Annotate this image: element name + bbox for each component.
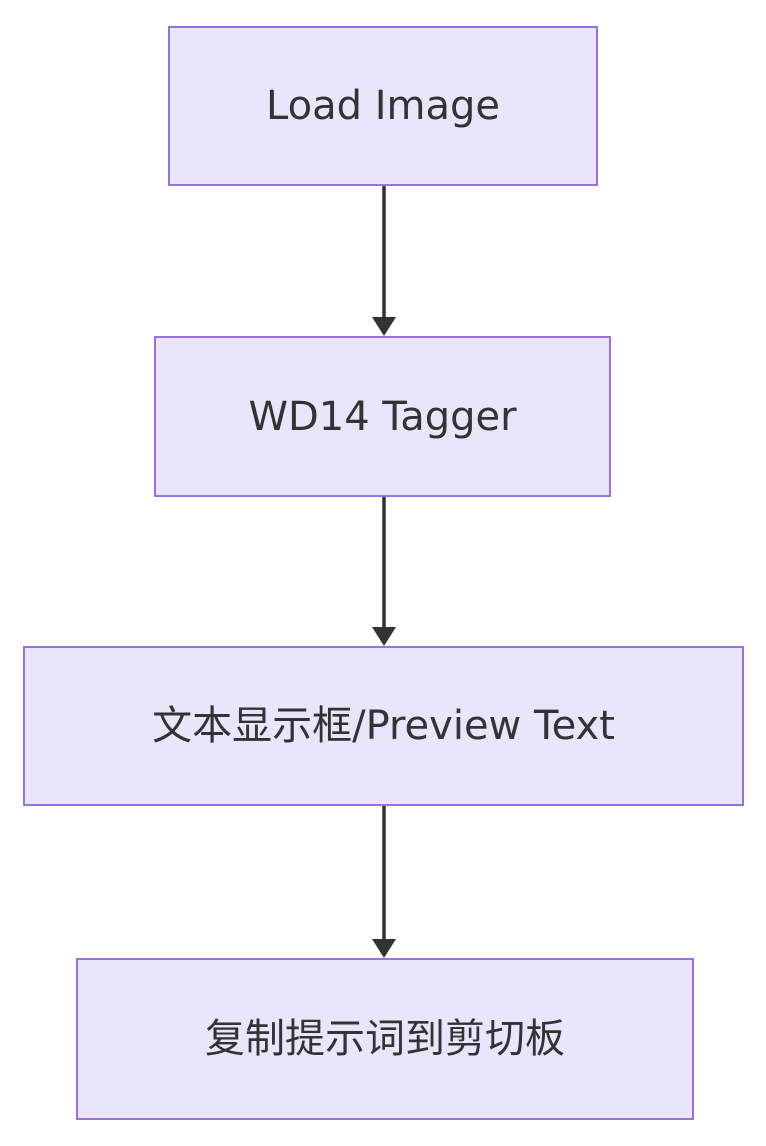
edge-load-image-to-wd14-tagger — [360, 186, 408, 336]
node-wd14-tagger[interactable]: WD14 Tagger — [154, 336, 611, 497]
node-copy-to-clipboard[interactable]: 复制提示词到剪切板 — [76, 958, 694, 1120]
arrowhead-icon — [372, 317, 396, 336]
arrowhead-icon — [372, 627, 396, 646]
arrowhead-icon — [372, 939, 396, 958]
edge-wd14-tagger-to-preview-text — [360, 497, 408, 646]
node-wd14-tagger-label: WD14 Tagger — [248, 393, 517, 440]
node-load-image[interactable]: Load Image — [168, 26, 598, 186]
edge-preview-text-to-copy-to-clipboard — [360, 806, 408, 958]
node-copy-to-clipboard-label: 复制提示词到剪切板 — [205, 1016, 565, 1062]
node-preview-text-label: 文本显示框/Preview Text — [152, 703, 615, 749]
node-preview-text[interactable]: 文本显示框/Preview Text — [23, 646, 744, 806]
node-load-image-label: Load Image — [266, 83, 500, 129]
